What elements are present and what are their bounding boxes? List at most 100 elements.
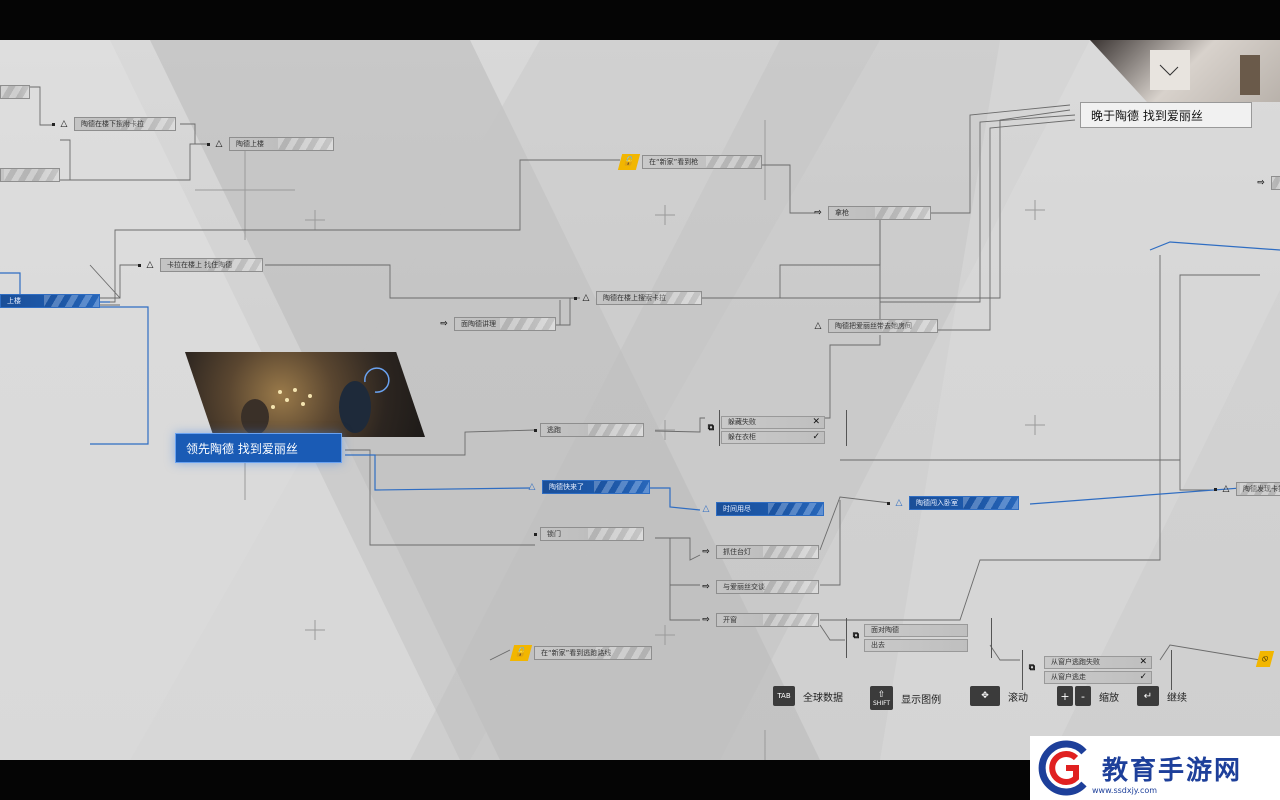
watermark-logo-icon [1038,740,1087,796]
node-label: 陶德把爱丽丝带去她房间 [828,319,938,333]
chapter-title-alt: 晚于陶德 找到爱丽丝 [1091,108,1203,123]
choice-label: 出去 [871,641,885,649]
choice-icon: ⧉ [852,631,860,641]
node-dot [887,501,890,505]
node-time-out[interactable]: △ 时间用尽 [700,502,824,516]
node-right-stub[interactable]: ⇨ [1255,176,1280,190]
node-dot [534,428,537,432]
node-talk-alice[interactable]: ⇨ 与爱丽丝交谈 [700,580,819,594]
arrow-icon: ⇨ [702,582,710,592]
node-label: 陶德快来了 [542,480,650,494]
node-dot [138,263,141,267]
node-label: 锁门 [540,527,644,541]
choice-face-todd[interactable]: 面对陶德 [864,624,968,637]
node-new-home-route[interactable]: 🔓 在“新家”看到逃跑路线 [509,645,652,661]
node-label: 与爱丽丝交谈 [716,580,819,594]
chapter-node-ahead-of-todd[interactable]: 领先陶德 找到爱丽丝 [175,433,342,463]
choice-icon: ⧉ [1028,663,1036,673]
node-escape[interactable]: 逃跑 [534,423,644,437]
node-kara-upstairs[interactable]: △ 卡拉在楼上 找住陶德 [138,258,263,272]
shift-arrow-icon: ⇧ [877,689,886,700]
node-todd-bursts-in[interactable]: △ 陶德闯入卧室 [887,496,1019,510]
triangle-icon: △ [146,260,154,270]
choice-hide-closet[interactable]: 躲在衣柜 ✓ [721,431,825,444]
arrow-icon: ⇨ [1257,178,1265,188]
arrow-icon: ⇨ [440,319,448,329]
node-stub-2[interactable] [0,168,60,182]
node-todd-search-kara[interactable]: △ 陶德在楼上搜索卡拉 [574,291,702,305]
legend-label: 缩放 [1099,692,1119,704]
choice-bracket [1022,650,1172,690]
choice-bracket [719,410,847,446]
node-take-gun[interactable]: ⇨ 拿枪 [812,206,931,220]
choice-window-escape[interactable]: 从窗户逃走 ✓ [1044,671,1152,684]
node-dot [207,142,210,146]
node-todd-upstairs[interactable]: △ 陶德上楼 [207,137,334,151]
scene-thumbnail-room-art [1150,50,1260,95]
legend-label: 继续 [1167,692,1187,704]
node-reason-todd[interactable]: ⇨ 面陶德讲理 [438,317,556,331]
choice-label: 躲藏失败 [728,418,756,426]
zoom-out-key: - [1075,686,1091,706]
node-todd-downstairs[interactable]: △ 陶德在楼下搜附卡拉 [52,117,176,131]
chapter-title: 领先陶德 找到爱丽丝 [186,441,298,456]
check-icon: ✓ [1139,672,1147,682]
legend-scroll[interactable]: ✥ 滚动 [970,686,1028,706]
legend-label: 全球数据 [803,692,843,704]
node-label: 陶德闯入卧室 [909,496,1019,510]
node-todd-alice-room[interactable]: △ 陶德把爱丽丝带去她房间 [812,319,938,333]
legend-global-data[interactable]: TAB 全球数据 [773,686,843,706]
node-label: 拿枪 [828,206,931,220]
unlock-icon: 🔓 [509,645,533,661]
choice-bracket [846,618,992,658]
arrow-icon: ⇨ [702,547,710,557]
node-label: 面陶德讲理 [454,317,556,331]
node-label: 逃跑 [540,423,644,437]
node-open-window[interactable]: ⇨ 开窗 [700,613,819,627]
arrow-icon: ⇨ [814,208,822,218]
choice-window-fail[interactable]: 从窗户逃跑失败 ✕ [1044,656,1152,669]
choice-label: 面对陶德 [871,626,899,634]
node-dot [534,532,537,536]
node-todd-coming[interactable]: △ 陶德快来了 [526,480,650,494]
triangle-icon: △ [215,139,223,149]
chapter-node-after-todd[interactable]: 晚于陶德 找到爱丽丝 [1080,102,1252,128]
blocked-icon: ⦸ [1255,651,1275,667]
node-new-home-gun[interactable]: 🔓 在“新家”看到枪 [617,154,762,170]
flowchart-stage[interactable]: 领先陶德 找到爱丽丝 晚于陶德 找到爱丽丝 △ 陶德在楼下搜附卡拉 △ 陶德上楼… [0,40,1280,760]
shift-key: ⇧ SHIFT [870,686,894,710]
node-lock-door[interactable]: 锁门 [534,527,644,541]
cross-icon: ✕ [812,417,820,427]
choice-label: 从窗户逃走 [1051,673,1086,681]
node-dot [52,122,55,126]
watermark-badge: 教育手游网 [1030,736,1280,800]
legend-label: 滚动 [1008,692,1028,704]
legend-label: 显示图例 [901,694,942,706]
node-todd-finds-kara[interactable]: △ 陶德发现卡拉 [1214,482,1280,496]
triangle-icon: △ [895,498,903,508]
choice-icon: ⧉ [707,423,715,433]
scene-thumbnail-art [241,367,390,435]
node-go-upstairs[interactable]: 上楼 [0,294,100,308]
legend-continue[interactable]: ↵ 继续 [1137,686,1187,706]
node-label: 上楼 [0,294,100,308]
tab-key: TAB [773,686,795,706]
node-stub-1[interactable] [0,85,30,99]
legend-show-legend[interactable]: ⇧ SHIFT 显示图例 [870,686,941,710]
arrow-icon: ⇨ [702,615,710,625]
node-label: 开窗 [716,613,819,627]
triangle-icon: △ [60,119,68,129]
choice-label: 躲在衣柜 [728,433,756,441]
legend-zoom[interactable]: + - 缩放 [1057,686,1119,706]
node-right-blocked[interactable]: ⦸ [1255,651,1276,667]
check-icon: ✓ [812,432,820,442]
node-dot [574,296,577,300]
node-label: 在“新家”看到枪 [642,155,762,169]
node-grab-lamp[interactable]: ⇨ 抓住台灯 [700,545,819,559]
triangle-icon: △ [702,504,710,514]
choice-hide-fail[interactable]: 躲藏失败 ✕ [721,416,825,429]
letterbox-top [0,0,1280,40]
node-label: 陶德在楼上搜索卡拉 [596,291,702,305]
choice-go-out[interactable]: 出去 [864,639,968,652]
scene-thumbnail-kitchen [185,352,425,437]
